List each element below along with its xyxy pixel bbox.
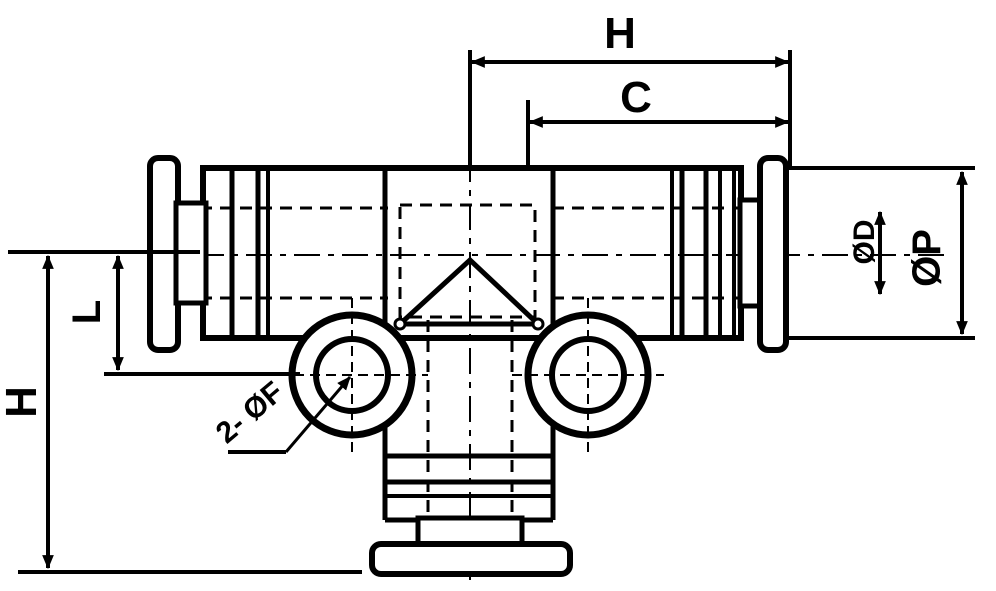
bottom-release-button <box>369 515 573 577</box>
dim-c-label: C <box>620 73 652 122</box>
dim-op <box>786 166 975 340</box>
fitting-body <box>180 165 945 341</box>
dim-left-h <box>8 250 362 574</box>
mounting-hole-right <box>512 298 664 452</box>
dim-top-h <box>468 50 792 168</box>
dim-left-h-label: H <box>0 386 46 418</box>
dim-od-label: ØD <box>848 220 881 265</box>
dim-op-label: ØP <box>905 229 949 287</box>
dim-f-leader <box>228 376 352 454</box>
dim-l-label: L <box>65 300 109 324</box>
dim-l <box>104 254 300 376</box>
dim-c <box>526 100 790 168</box>
dim-top-h-label: H <box>604 9 636 58</box>
dim-f-label: 2- ØF <box>210 375 290 450</box>
right-release-button <box>737 155 789 353</box>
